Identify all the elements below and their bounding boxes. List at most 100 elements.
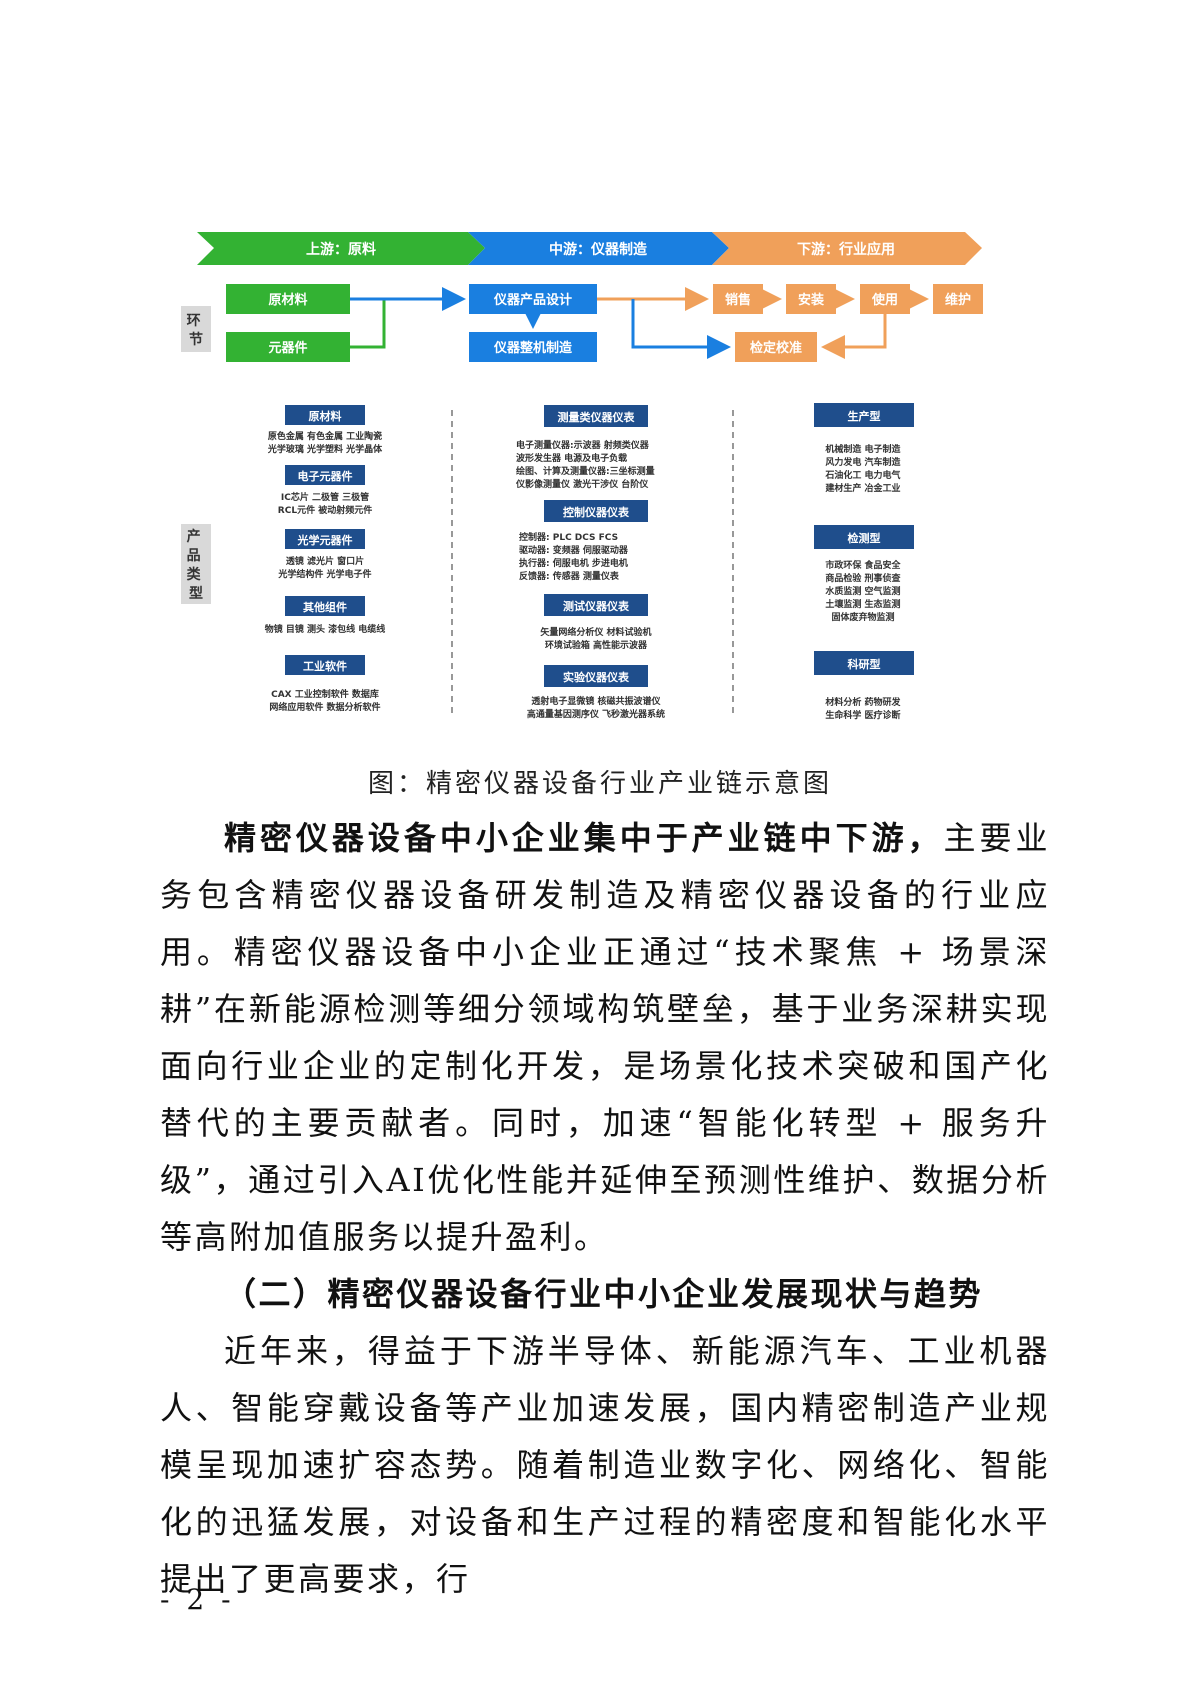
product-optical-line-1: 透镜 滤光片 窗口片 [286, 555, 364, 567]
product-research-line-1: 材料分析 药物研发 [824, 696, 901, 708]
product-inspection-line-4: 土壤监测 生态监测 [825, 598, 900, 610]
product-optical-title: 光学元器件 [297, 533, 353, 547]
product-research-header [814, 651, 914, 675]
product-software-line-1: CAX 工业控制软件 数据库 [271, 688, 379, 700]
product-optical-line-2: 光学结构件 光学电子件 [277, 568, 371, 580]
product-measure-line-3: 绘图、计算及测量仪器:三坐标测量 [516, 465, 655, 477]
section-products-label: 产 品 类 型 [187, 528, 206, 602]
product-software-header [285, 655, 365, 675]
paragraph-2: 近年来，得益于下游半导体、新能源汽车、工业机器人、智能穿戴设备等产业加速发展，国… [160, 1332, 1050, 1598]
section-links-char-1: 环 [187, 313, 201, 329]
product-control-line-3: 执行器: 伺服电机 步进电机 [519, 557, 628, 569]
link-components-label: 元器件 [268, 340, 307, 356]
products-midstream-column: 测量类仪器仪表 电子测量仪器:示波器 射频类仪器 波形发生器 电源及电子负载 绘… [515, 405, 665, 720]
product-inspection-header [814, 525, 914, 549]
product-control-line-1: 控制器: PLC DCS FCS [519, 531, 618, 543]
link-manufacture-box [469, 332, 597, 362]
product-optical-header [285, 529, 365, 549]
product-production-title: 生产型 [848, 409, 881, 423]
section-heading: （二）精密仪器设备行业中小企业发展现状与趋势 [224, 1275, 984, 1313]
product-electronic-line-2: RCL元件 被动射频元件 [278, 504, 372, 516]
products-upstream-column: 原材料 原色金属 有色金属 工业陶瓷 光学玻璃 光学塑料 光学晶体 电子元器件 … [265, 405, 386, 713]
stage-upstream-arrow [197, 232, 485, 265]
link-install-box [786, 284, 836, 314]
paragraph-1-bold-lead: 精密仪器设备中小企业集中于产业链中下游， [224, 819, 944, 857]
link-design-label: 仪器产品设计 [493, 292, 572, 308]
link-use-label: 使用 [871, 292, 898, 308]
product-software-line-2: 网络应用软件 数据分析软件 [269, 701, 380, 713]
connector-upstream [350, 299, 386, 349]
stage-downstream-arrow [712, 232, 982, 265]
section-products-char-3: 类 [187, 566, 202, 583]
section-products-char-2: 品 [187, 548, 201, 564]
product-measure-line-1: 电子测量仪器:示波器 射频类仪器 [516, 439, 650, 451]
link-components-box [226, 332, 350, 362]
paragraph-1-rest: 主要业务包含精密仪器设备研发制造及精密仪器设备的行业应用。精密仪器设备中小企业正… [160, 819, 1050, 1256]
product-inspection-line-2: 商品检验 刑事侦查 [825, 572, 901, 584]
product-test-line-2: 环境试验箱 高性能示波器 [545, 639, 648, 651]
product-raw-material-line-1: 原色金属 有色金属 工业陶瓷 [268, 430, 382, 442]
products-downstream-column: 生产型 机械制造 电子制造 风力发电 汽车制造 石油化工 电力电气 建材生产 冶… [814, 403, 914, 721]
product-control-line-4: 反馈器: 传感器 测量仪表 [519, 570, 620, 582]
industry-chain-figure: 上游：原料 中游：仪器制造 下游：行业应用 环 节 原材料 元器件 仪器产品设计… [0, 0, 1200, 760]
product-lab-line-2: 高通量基因测序仪 飞秒激光器系统 [527, 708, 665, 720]
link-calibration-label: 检定校准 [750, 340, 802, 356]
product-control-header [544, 500, 648, 522]
link-sales-label: 销售 [725, 292, 751, 308]
product-inspection-title: 检测型 [848, 531, 881, 545]
product-research-line-2: 生命科学 医疗诊断 [825, 709, 900, 721]
link-maintain-label: 维护 [945, 292, 971, 308]
product-lab-line-1: 透射电子显微镜 核磁共振波谱仪 [531, 695, 661, 707]
product-measure-line-4: 仪影像测量仪 激光干涉仪 台阶仪 [515, 478, 649, 490]
section-links-char-2: 节 [189, 331, 203, 348]
section-links-label: 环 节 [187, 313, 206, 348]
product-production-line-1: 机械制造 电子制造 [825, 443, 901, 455]
stage-bar: 上游：原料 中游：仪器制造 下游：行业应用 [197, 232, 982, 265]
section-products-char-4: 型 [189, 585, 203, 602]
link-install-label: 安装 [798, 292, 824, 308]
section-products-char-1: 产 [187, 528, 201, 545]
product-production-header [814, 403, 914, 427]
product-electronic-line-1: IC芯片 二极管 三极管 [281, 491, 369, 503]
stage-midstream-label: 中游：仪器制造 [549, 241, 647, 258]
link-calibration-box [735, 332, 817, 362]
link-maintain-box [933, 284, 983, 314]
link-manufacture-label: 仪器整机制造 [493, 340, 573, 356]
stage-midstream-arrow [468, 232, 729, 265]
connector-to-calibration [631, 299, 731, 359]
link-raw-material-label: 原材料 [268, 292, 307, 308]
product-control-line-2: 驱动器: 变频器 伺服驱动器 [519, 544, 629, 556]
page-number: - 2 - [160, 1583, 235, 1616]
body-text: 精密仪器设备中小企业集中于产业链中下游，主要业务包含精密仪器设备研发制造及精密仪… [160, 810, 1050, 1608]
product-measure-title: 测量类仪器仪表 [558, 410, 636, 424]
product-electronic-header [285, 465, 365, 485]
link-raw-material-box [226, 284, 350, 314]
product-control-title: 控制仪器仪表 [563, 505, 630, 519]
product-software-title: 工业软件 [303, 659, 347, 673]
product-production-line-2: 风力发电 汽车制造 [825, 456, 901, 468]
section-links-tab [181, 306, 211, 352]
link-use-box [860, 284, 910, 314]
product-inspection-line-5: 固体废弃物监测 [831, 611, 894, 623]
product-inspection-line-1: 市政环保 食品安全 [825, 559, 901, 571]
product-measure-line-2: 波形发生器 电源及电子负载 [516, 452, 627, 464]
product-raw-material-title: 原材料 [309, 409, 342, 423]
product-production-line-4: 建材生产 冶金工业 [825, 482, 900, 494]
product-lab-title: 实验仪器仪表 [563, 670, 630, 684]
link-sales-box [713, 284, 763, 314]
product-test-line-1: 矢量网络分析仪 材料试验机 [540, 626, 651, 638]
product-raw-material-line-2: 光学玻璃 光学塑料 光学晶体 [267, 443, 383, 455]
product-other-title: 其他组件 [303, 600, 347, 614]
product-inspection-line-3: 水质监测 空气监测 [825, 585, 900, 597]
connector-use-to-calibration [821, 314, 887, 359]
product-measure-header [544, 405, 648, 427]
product-research-title: 科研型 [848, 657, 881, 671]
product-test-title: 测试仪器仪表 [563, 599, 630, 613]
stage-upstream-label: 上游：原料 [306, 241, 376, 258]
figure-caption: 图：精密仪器设备行业产业链示意图 [367, 769, 832, 799]
product-production-line-3: 石油化工 电力电气 [824, 469, 900, 481]
section-products-tab [181, 524, 211, 604]
product-raw-material-header [285, 405, 365, 425]
product-electronic-title: 电子元器件 [298, 469, 353, 483]
product-other-line-1: 物镜 目镜 测头 漆包线 电缆线 [265, 623, 386, 635]
